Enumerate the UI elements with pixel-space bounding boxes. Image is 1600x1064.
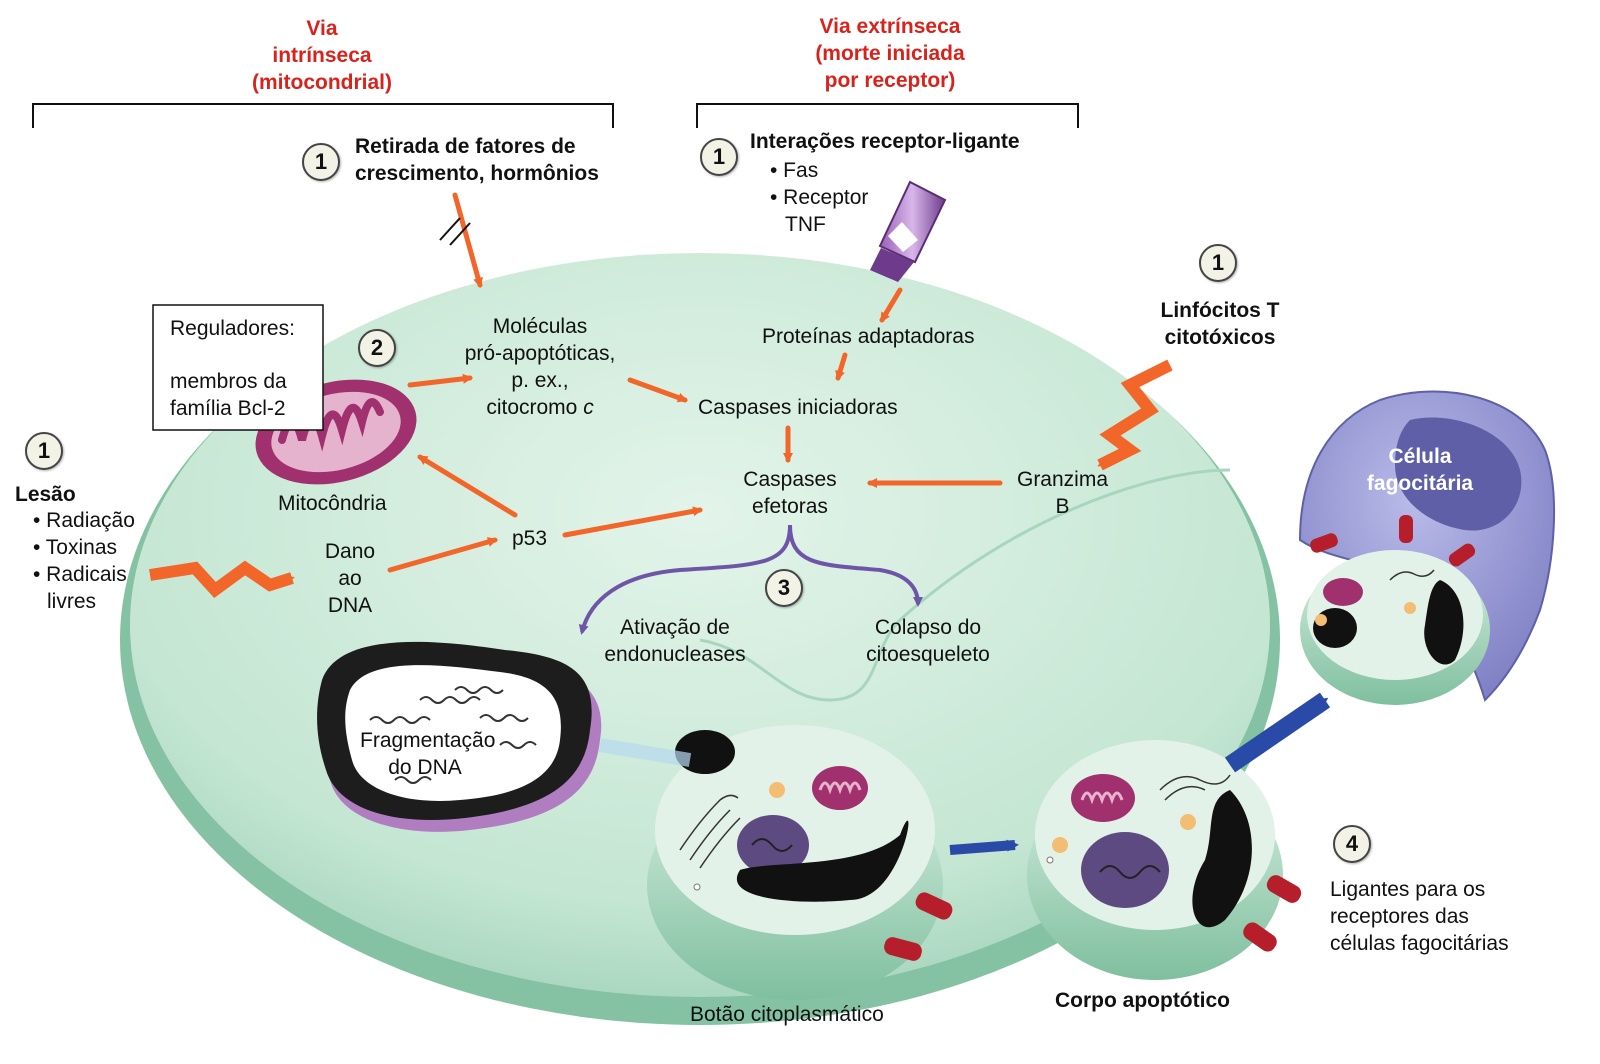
injury-items: • Radiação • Toxinas • Radicais livres xyxy=(33,507,135,615)
extrinsic-header-line-2: (morte iniciada xyxy=(815,42,965,65)
step-number-badge: 1 xyxy=(302,143,340,181)
ligands-line-1: Ligantes para os xyxy=(1330,878,1486,901)
intrinsic-header: Via intrínseca (mitocondrial) xyxy=(242,15,402,96)
initiator-caspases-label: Caspases iniciadoras xyxy=(698,396,898,419)
cytoskeleton-line-1: Colapso do xyxy=(874,616,982,639)
regulators-box xyxy=(152,304,324,431)
fragmented-nucleus xyxy=(317,641,602,832)
dna-damage-line-3: DNA xyxy=(327,594,373,617)
phagocyte-cell xyxy=(1298,390,1556,705)
granzyme-line-1: Granzima xyxy=(1016,468,1109,491)
cytoskeleton-label: Colapso do citoesqueleto xyxy=(848,614,1008,668)
orange-arrows xyxy=(387,192,1003,573)
step-number-badge: 1 xyxy=(700,138,738,176)
dna-damage-line-2: ao xyxy=(338,567,362,590)
phagocyte-line-2: fagocitária xyxy=(1366,472,1474,495)
ctl-line-2: citotóxicos xyxy=(1164,326,1276,349)
cytochrome-word: citocromo xyxy=(486,396,578,419)
endonuclease-label: Ativação de endonucleases xyxy=(590,614,760,668)
effector-line-2: efetoras xyxy=(752,495,828,518)
phagocyte-label: Célula fagocitária xyxy=(1345,443,1495,497)
regulators-label-body: membros da família Bcl-2 xyxy=(170,368,287,422)
intrinsic-header-line-3: (mitocondrial) xyxy=(252,71,392,94)
cytochrome-c-line: citocromo c xyxy=(440,394,640,421)
receptor-item-receptor: • Receptor xyxy=(770,186,869,209)
purple-arrows xyxy=(578,524,923,635)
injury-item-toxins: • Toxinas xyxy=(33,536,118,559)
injury-title: Lesão xyxy=(15,483,76,506)
apoptotic-body xyxy=(1027,740,1302,980)
cytoskeleton-line-2: citoesqueleto xyxy=(866,643,990,666)
growth-factor-withdrawal-label: Retirada de fatores de crescimento, horm… xyxy=(355,133,599,187)
endonuclease-line-1: Ativação de xyxy=(620,616,730,639)
receptor-item-fas: • Fas xyxy=(770,159,819,182)
step-number-badge: 2 xyxy=(358,329,396,367)
ctl-line-1: Linfócitos T xyxy=(1160,299,1280,322)
pro-apoptotic-line-3: p. ex., xyxy=(511,369,569,392)
extrinsic-header: Via extrínseca (morte iniciada por recep… xyxy=(790,13,990,94)
p53-label: p53 xyxy=(512,527,548,550)
dna-damage-label: Dano ao DNA xyxy=(310,538,390,619)
injury-item-radicals: • Radicais xyxy=(33,563,127,586)
effector-caspases-label: Caspases efetoras xyxy=(720,466,860,520)
intrinsic-header-line-2: intrínseca xyxy=(272,44,372,67)
ligands-line-3: células fagocitárias xyxy=(1330,932,1509,955)
step-number-badge: 1 xyxy=(25,432,63,470)
ligands-label: Ligantes para os receptores das células … xyxy=(1330,876,1509,957)
granzyme-label: Granzima B xyxy=(1000,466,1125,520)
ctl-bolt-icon xyxy=(1097,359,1173,471)
extrinsic-header-line-1: Via extrínseca xyxy=(819,15,961,38)
dna-fragmentation-line-1: Fragmentação xyxy=(360,729,496,752)
receptor-ligand-items: • Fas • Receptor TNF xyxy=(770,157,868,238)
cytoplasmic-bleb xyxy=(647,725,953,1000)
injury-bolt-icon xyxy=(149,560,295,599)
cytochrome-c-letter: c xyxy=(583,396,594,419)
regulators-line-2: membros da xyxy=(170,370,287,393)
intrinsic-header-line-1: Via xyxy=(306,17,338,40)
growth-factor-line-1: Retirada de fatores de xyxy=(355,135,576,158)
phagocyte-line-1: Célula xyxy=(1388,445,1452,468)
regulators-line-3: família Bcl-2 xyxy=(170,397,286,420)
dna-damage-line-1: Dano xyxy=(324,540,376,563)
step-number-badge: 1 xyxy=(1199,244,1237,282)
extrinsic-header-line-3: por receptor) xyxy=(824,69,956,92)
step-number-badge: 3 xyxy=(765,569,803,607)
mitochondrion-label: Mitocôndria xyxy=(278,492,387,515)
adaptor-proteins-label: Proteínas adaptadoras xyxy=(762,325,975,348)
block-mark-icon xyxy=(439,217,471,246)
receptor-ligand-title: Interações receptor-ligante xyxy=(750,130,1020,153)
dna-fragmentation-line-2: do DNA xyxy=(388,756,462,779)
bleb-label: Botão citoplasmático xyxy=(690,1003,884,1026)
injury-item-free: livres xyxy=(47,590,97,613)
endonuclease-line-2: endonucleases xyxy=(604,643,746,666)
apoptotic-body-label: Corpo apoptótico xyxy=(1055,989,1230,1012)
effector-line-1: Caspases xyxy=(743,468,837,491)
dna-fragmentation-label: Fragmentação do DNA xyxy=(360,727,496,781)
regulators-label-title: Reguladores: xyxy=(170,317,295,340)
pro-apoptotic-line-2: pró-apoptóticas, xyxy=(464,342,616,365)
growth-factor-line-2: crescimento, hormônios xyxy=(355,162,599,185)
header-brackets xyxy=(32,103,1079,128)
injury-item-radiation: • Radiação xyxy=(33,509,135,532)
pro-apoptotic-line-1: Moléculas xyxy=(492,315,588,338)
blue-arrows xyxy=(949,692,1331,855)
death-receptor-icon xyxy=(870,180,947,282)
granzyme-line-2: B xyxy=(1055,495,1070,518)
apoptotic-cell xyxy=(120,253,1280,1025)
ctl-label: Linfócitos T citotóxicos xyxy=(1140,297,1300,351)
ligands-line-2: receptores das xyxy=(1330,905,1469,928)
step-number-badge: 4 xyxy=(1333,825,1371,863)
pro-apoptotic-label: Moléculas pró-apoptóticas, p. ex., citoc… xyxy=(440,313,640,421)
receptor-item-tnf: TNF xyxy=(785,213,826,236)
